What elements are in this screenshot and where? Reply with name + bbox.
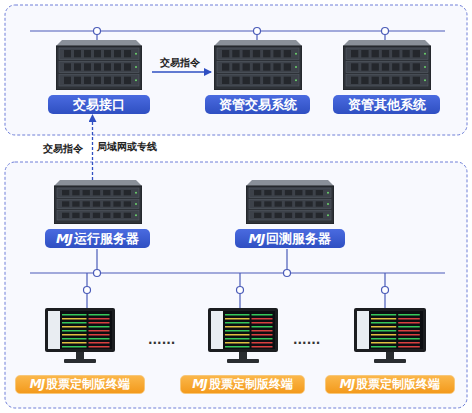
edge-label: 交易指令: [160, 56, 200, 70]
monitor-icon: [45, 308, 115, 364]
server-node: 交易接口: [48, 40, 150, 114]
name-pill: MJ回测服务器: [235, 229, 345, 248]
network-label: 局域网或专线: [97, 140, 157, 154]
server-node: 资管交易系统: [205, 40, 310, 114]
name-pill: MJ股票定制版终端: [325, 375, 455, 394]
node-title: 资管交易系统: [219, 97, 297, 112]
monitor-icon: [208, 308, 278, 364]
server-icon: [214, 40, 302, 90]
logo-text: MJ: [249, 231, 265, 246]
name-pill: MJ股票定制版终端: [180, 375, 305, 394]
server-icon: [246, 180, 334, 224]
name-pill: MJ运行服务器: [45, 229, 150, 248]
name-pill: 交易接口: [48, 95, 150, 114]
server-icon: [54, 180, 142, 224]
node-title: 股票定制版终端: [46, 377, 130, 391]
server-icon: [56, 40, 142, 90]
server-node: MJ回测服务器: [235, 180, 345, 248]
name-pill: 资管其他系统: [333, 95, 440, 114]
edge-label: 交易指令: [43, 142, 83, 156]
command-arrow: [152, 71, 211, 72]
monitor-icon: [354, 308, 426, 364]
logo-text: MJ: [192, 377, 206, 391]
logo-text: MJ: [30, 377, 44, 391]
top-bus: [30, 28, 445, 43]
command-arrow: [92, 115, 93, 180]
node-title: 运行服务器: [74, 231, 139, 246]
node-title: 交易接口: [73, 97, 125, 112]
node-title: 股票定制版终端: [356, 377, 440, 391]
bottom-region: [5, 162, 467, 408]
node-title: 股票定制版终端: [209, 377, 293, 391]
node-title: 资管其他系统: [348, 97, 426, 112]
terminal-node: MJ股票定制版终端: [15, 308, 145, 394]
terminal-node: MJ股票定制版终端: [325, 308, 455, 394]
terminal-node: MJ股票定制版终端: [180, 308, 305, 394]
node-title: 回测服务器: [266, 231, 331, 246]
name-pill: MJ股票定制版终端: [15, 375, 145, 394]
logo-text: MJ: [340, 377, 354, 391]
server-node: MJ运行服务器: [45, 180, 150, 248]
top-region: [5, 5, 467, 135]
bottom-bus: [30, 249, 445, 308]
name-pill: 资管交易系统: [205, 95, 310, 114]
server-node: 资管其他系统: [333, 40, 440, 114]
ellipsis-mark: ......: [148, 333, 175, 347]
logo-text: MJ: [56, 231, 72, 246]
ellipsis-mark: ......: [293, 333, 320, 347]
server-icon: [343, 40, 431, 90]
